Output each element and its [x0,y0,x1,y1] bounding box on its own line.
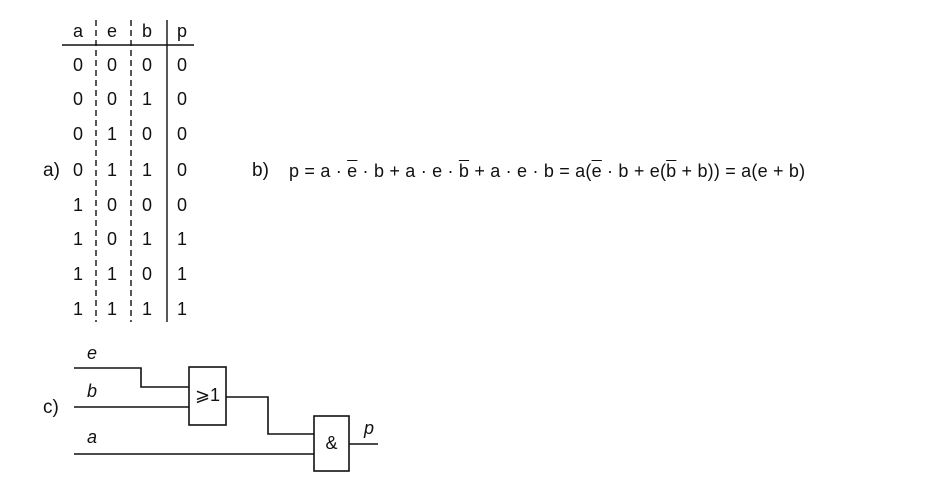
table-cell: 0 [106,89,117,109]
equation-part-1: p = a · [289,161,348,181]
table-cell: 1 [72,195,83,215]
table-cell: 0 [72,160,83,180]
table-cell: 1 [106,299,117,319]
e-bar: e [347,161,358,181]
table-cell: 1 [72,264,83,284]
part-b-label: b) [252,160,269,181]
table-cell: 0 [176,124,187,144]
table-cell: 1 [72,229,83,249]
table-cell: 1 [106,264,117,284]
output-p-label: p [364,418,375,438]
table-cell: 1 [106,124,117,144]
table-cell: 0 [176,55,187,75]
part-a-label: a) [43,160,60,181]
table-cell: 0 [141,195,152,215]
and-gate-label: & [325,433,338,453]
table-cell: 0 [106,229,117,249]
wire-or-out [226,396,314,435]
table-cell: 0 [141,264,152,284]
table-cell: 1 [141,299,152,319]
table-cell: 1 [141,229,152,249]
table-cell: 0 [72,124,83,144]
table-cell: 0 [106,55,117,75]
header-e: e [106,21,117,41]
table-cell: 1 [176,264,187,284]
equation-part-3: + a · e · b = a( [469,161,592,181]
wire-e [74,367,189,388]
equation-part-5: + b)) = a(e + b) [676,161,806,181]
input-b-label: b [87,381,98,401]
header-a: a [72,21,83,41]
table-cell: 1 [141,89,152,109]
equation-part-4: · b + e( [601,161,667,181]
table-cell: 0 [141,124,152,144]
or-gate-label: ⩾1 [194,385,221,405]
table-cell: 0 [176,160,187,180]
input-e-label: e [87,343,98,363]
table-cell: 0 [106,195,117,215]
header-b: b [141,21,152,41]
table-cell: 0 [176,195,187,215]
equation-part-2: · b + a · e · [357,161,459,181]
table-cell: 1 [72,299,83,319]
equation: p = a · e · b + a · e · b + a · e · b = … [289,162,805,180]
table-cell: 0 [72,89,83,109]
e-bar-2: e [591,161,602,181]
table-cell: 1 [106,160,117,180]
table-cell: 1 [141,160,152,180]
table-cell: 0 [72,55,83,75]
table-cell: 1 [176,229,187,249]
table-cell: 0 [176,89,187,109]
part-c-label: c) [43,397,59,418]
table-cell: 0 [141,55,152,75]
header-p: p [176,21,187,41]
or-gate [188,366,227,426]
b-bar-2: b [666,161,677,181]
table-cell: 1 [176,299,187,319]
input-a-label: a [87,427,98,447]
b-bar: b [458,161,470,181]
